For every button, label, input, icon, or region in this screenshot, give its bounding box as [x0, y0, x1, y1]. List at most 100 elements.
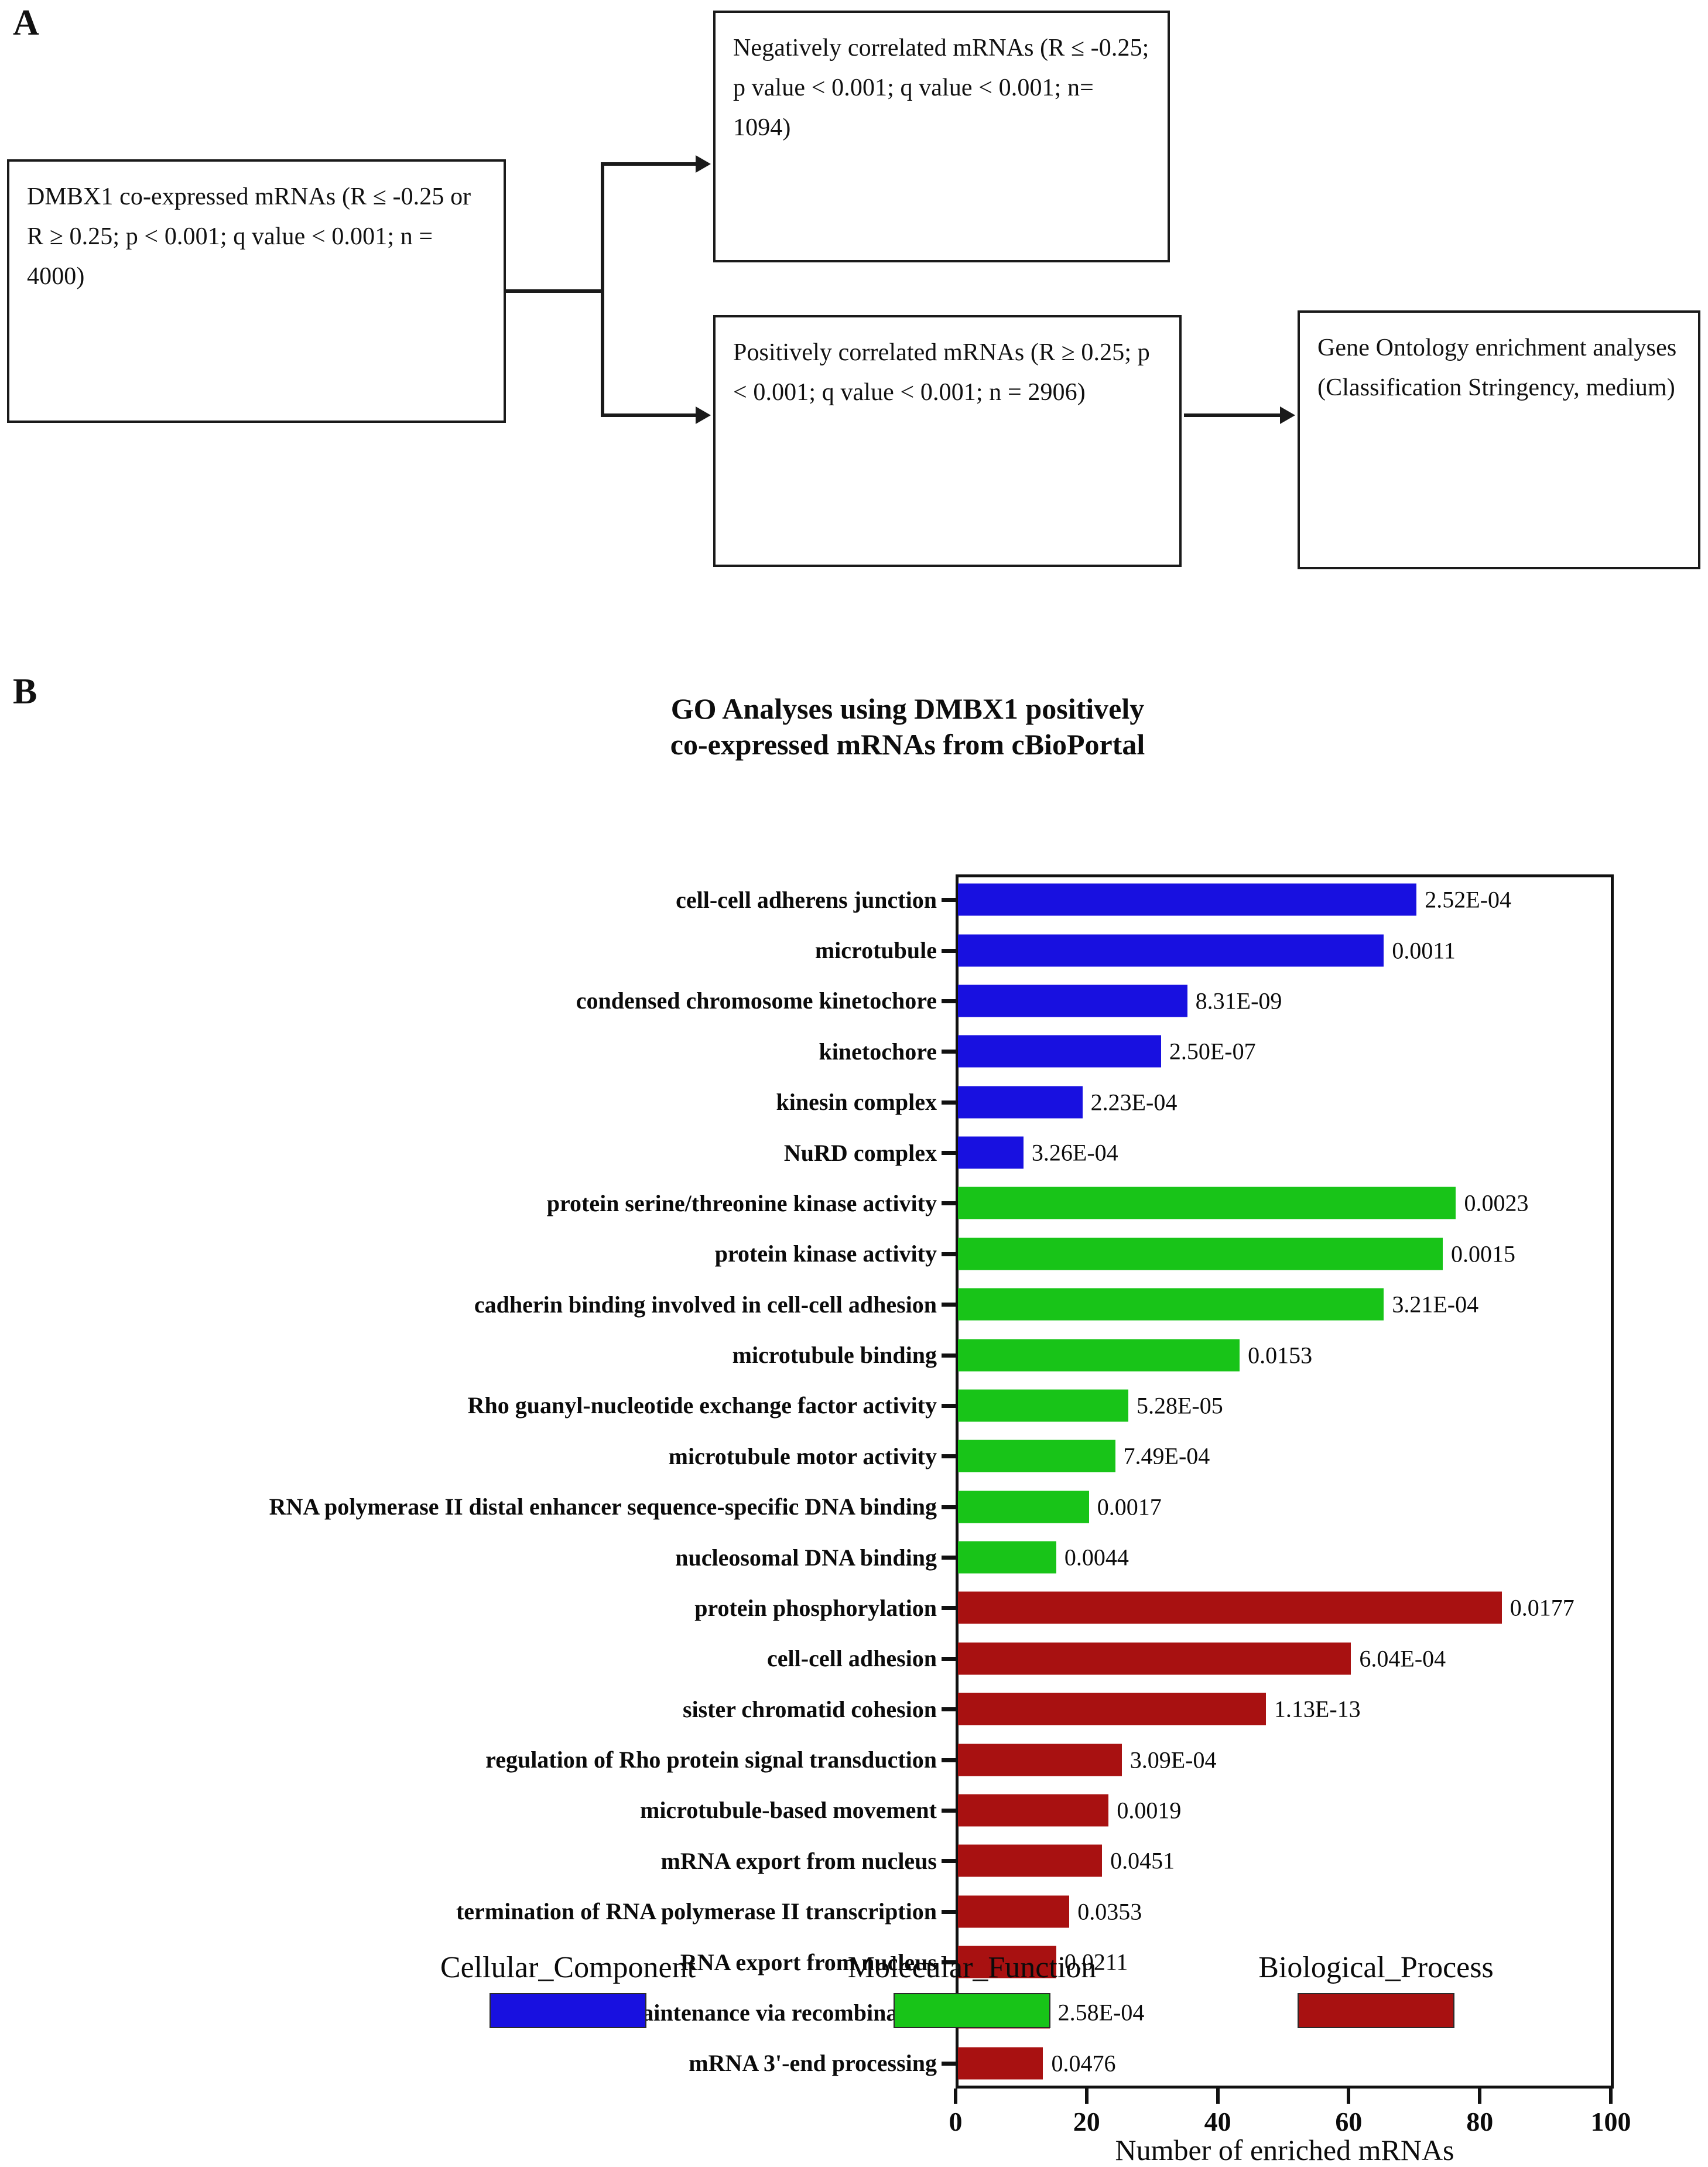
bar [958, 1035, 1161, 1068]
panel-b-label: B [13, 672, 37, 712]
y-axis-tick [942, 1505, 959, 1509]
legend-color-swatch [894, 1993, 1050, 2028]
bar-category-label: NuRD complex [783, 1139, 937, 1166]
bar [958, 1389, 1128, 1422]
panel-a-flowchart: A DMBX1 co-expressed mRNAs (R ≤ -0.25 or… [0, 0, 1708, 633]
legend-item: Cellular_Component [381, 1950, 755, 2028]
arrow-head-to-positive [696, 406, 711, 424]
bar-row: RNA polymerase II distal enhancer sequen… [0, 1482, 1708, 1532]
bar [958, 1794, 1109, 1827]
legend-label: Biological_Process [1258, 1951, 1494, 1984]
x-axis-tick [954, 2089, 957, 2104]
bar-value-label: 2.58E-04 [1057, 1999, 1145, 2026]
connector-source-out [506, 289, 604, 293]
bar [958, 883, 1417, 916]
bar [958, 1187, 1456, 1219]
bar-value-label: 8.31E-09 [1195, 987, 1282, 1014]
arrow-head-to-negative [696, 155, 711, 173]
panel-a-label: A [13, 3, 39, 43]
y-axis-tick [942, 1252, 959, 1256]
bar [958, 1136, 1024, 1169]
bar [958, 1339, 1240, 1372]
y-axis-tick [942, 1353, 959, 1358]
bar-value-label: 5.28E-05 [1136, 1392, 1223, 1419]
bar-category-label: nucleosomal DNA binding [675, 1544, 937, 1571]
bar-value-label: 2.23E-04 [1090, 1089, 1178, 1116]
y-axis-tick [942, 1808, 959, 1813]
bar [958, 1086, 1083, 1119]
x-axis-tick [1347, 2089, 1351, 2104]
x-axis-tick [1609, 2089, 1613, 2104]
x-axis-tick [1084, 2089, 1089, 2104]
x-axis-tick [1478, 2089, 1482, 2104]
connector-to-positive [601, 413, 698, 417]
bar-value-label: 0.0011 [1392, 937, 1456, 964]
bar-value-label: 7.49E-04 [1123, 1443, 1210, 1469]
bar-category-label: microtubule [814, 937, 937, 964]
bar-row: protein serine/threonine kinase activity… [0, 1178, 1708, 1228]
y-axis-tick [942, 1656, 959, 1661]
bar [958, 1288, 1384, 1321]
bar-row: termination of RNA polymerase II transcr… [0, 1886, 1708, 1937]
y-axis-tick [942, 1454, 959, 1459]
bar-row: kinesin complex 2.23E-04 [0, 1077, 1708, 1127]
bar [958, 1744, 1122, 1776]
bar-category-label: cadherin binding involved in cell-cell a… [474, 1291, 937, 1318]
flow-box-negatively-correlated: Negatively correlated mRNAs (R ≤ -0.25; … [713, 11, 1170, 262]
bar-row: mRNA export from nucleus 0.0451 [0, 1836, 1708, 1886]
bar-value-label: 0.0023 [1464, 1190, 1529, 1216]
connector-to-negative [601, 162, 698, 166]
bar [958, 1491, 1089, 1523]
legend-label: Molecular_Function [847, 1951, 1097, 1984]
panel-b-go-chart: B GO Analyses using DMBX1 positively co-… [0, 672, 1708, 2166]
chart-title-line-1: GO Analyses using DMBX1 positively [670, 692, 1145, 725]
bar-category-label: Rho guanyl-nucleotide exchange factor ac… [467, 1392, 937, 1419]
legend-label: Cellular_Component [440, 1951, 696, 1984]
y-axis-tick [942, 1201, 959, 1206]
x-axis-tick [1216, 2089, 1220, 2104]
y-axis-tick [942, 1707, 959, 1712]
bar-category-label: kinesin complex [776, 1089, 937, 1116]
y-axis-tick [942, 948, 959, 953]
bar-row: regulation of Rho protein signal transdu… [0, 1734, 1708, 1785]
bar-category-label: termination of RNA polymerase II transcr… [456, 1898, 937, 1925]
x-axis-title: Number of enriched mRNAs [1115, 2134, 1454, 2166]
bar-category-label: protein phosphorylation [694, 1594, 937, 1621]
bar-category-label: sister chromatid cohesion [682, 1696, 937, 1722]
bar-value-label: 0.0015 [1451, 1240, 1516, 1267]
y-axis-tick [942, 898, 959, 903]
bar-value-label: 2.50E-07 [1169, 1038, 1256, 1065]
bar-category-label: microtubule motor activity [668, 1443, 937, 1469]
bar-value-label: 0.0017 [1097, 1493, 1162, 1520]
bar-value-label: 0.0153 [1248, 1342, 1313, 1369]
bar-row: Rho guanyl-nucleotide exchange factor ac… [0, 1380, 1708, 1431]
bar-value-label: 3.09E-04 [1129, 1746, 1217, 1773]
y-axis-tick [942, 1758, 959, 1762]
y-axis-tick [942, 1909, 959, 1914]
y-axis-tick [942, 1050, 959, 1054]
bar-row: NuRD complex 3.26E-04 [0, 1127, 1708, 1178]
bar-category-label: microtubule-based movement [640, 1797, 937, 1824]
bar-value-label: 0.0476 [1051, 2050, 1116, 2077]
chart-title-line-2: co-expressed mRNAs from cBioPortal [670, 728, 1145, 761]
y-axis-tick [942, 1100, 959, 1105]
bar-value-label: 3.26E-04 [1031, 1139, 1118, 1166]
bar-category-label: mRNA export from nucleus [660, 1847, 937, 1874]
bar-value-label: 0.0451 [1110, 1847, 1175, 1874]
y-axis-tick [942, 1303, 959, 1307]
bar-value-label: 3.21E-04 [1392, 1291, 1479, 1318]
bar-category-label: RNA polymerase II distal enhancer sequen… [269, 1493, 937, 1520]
